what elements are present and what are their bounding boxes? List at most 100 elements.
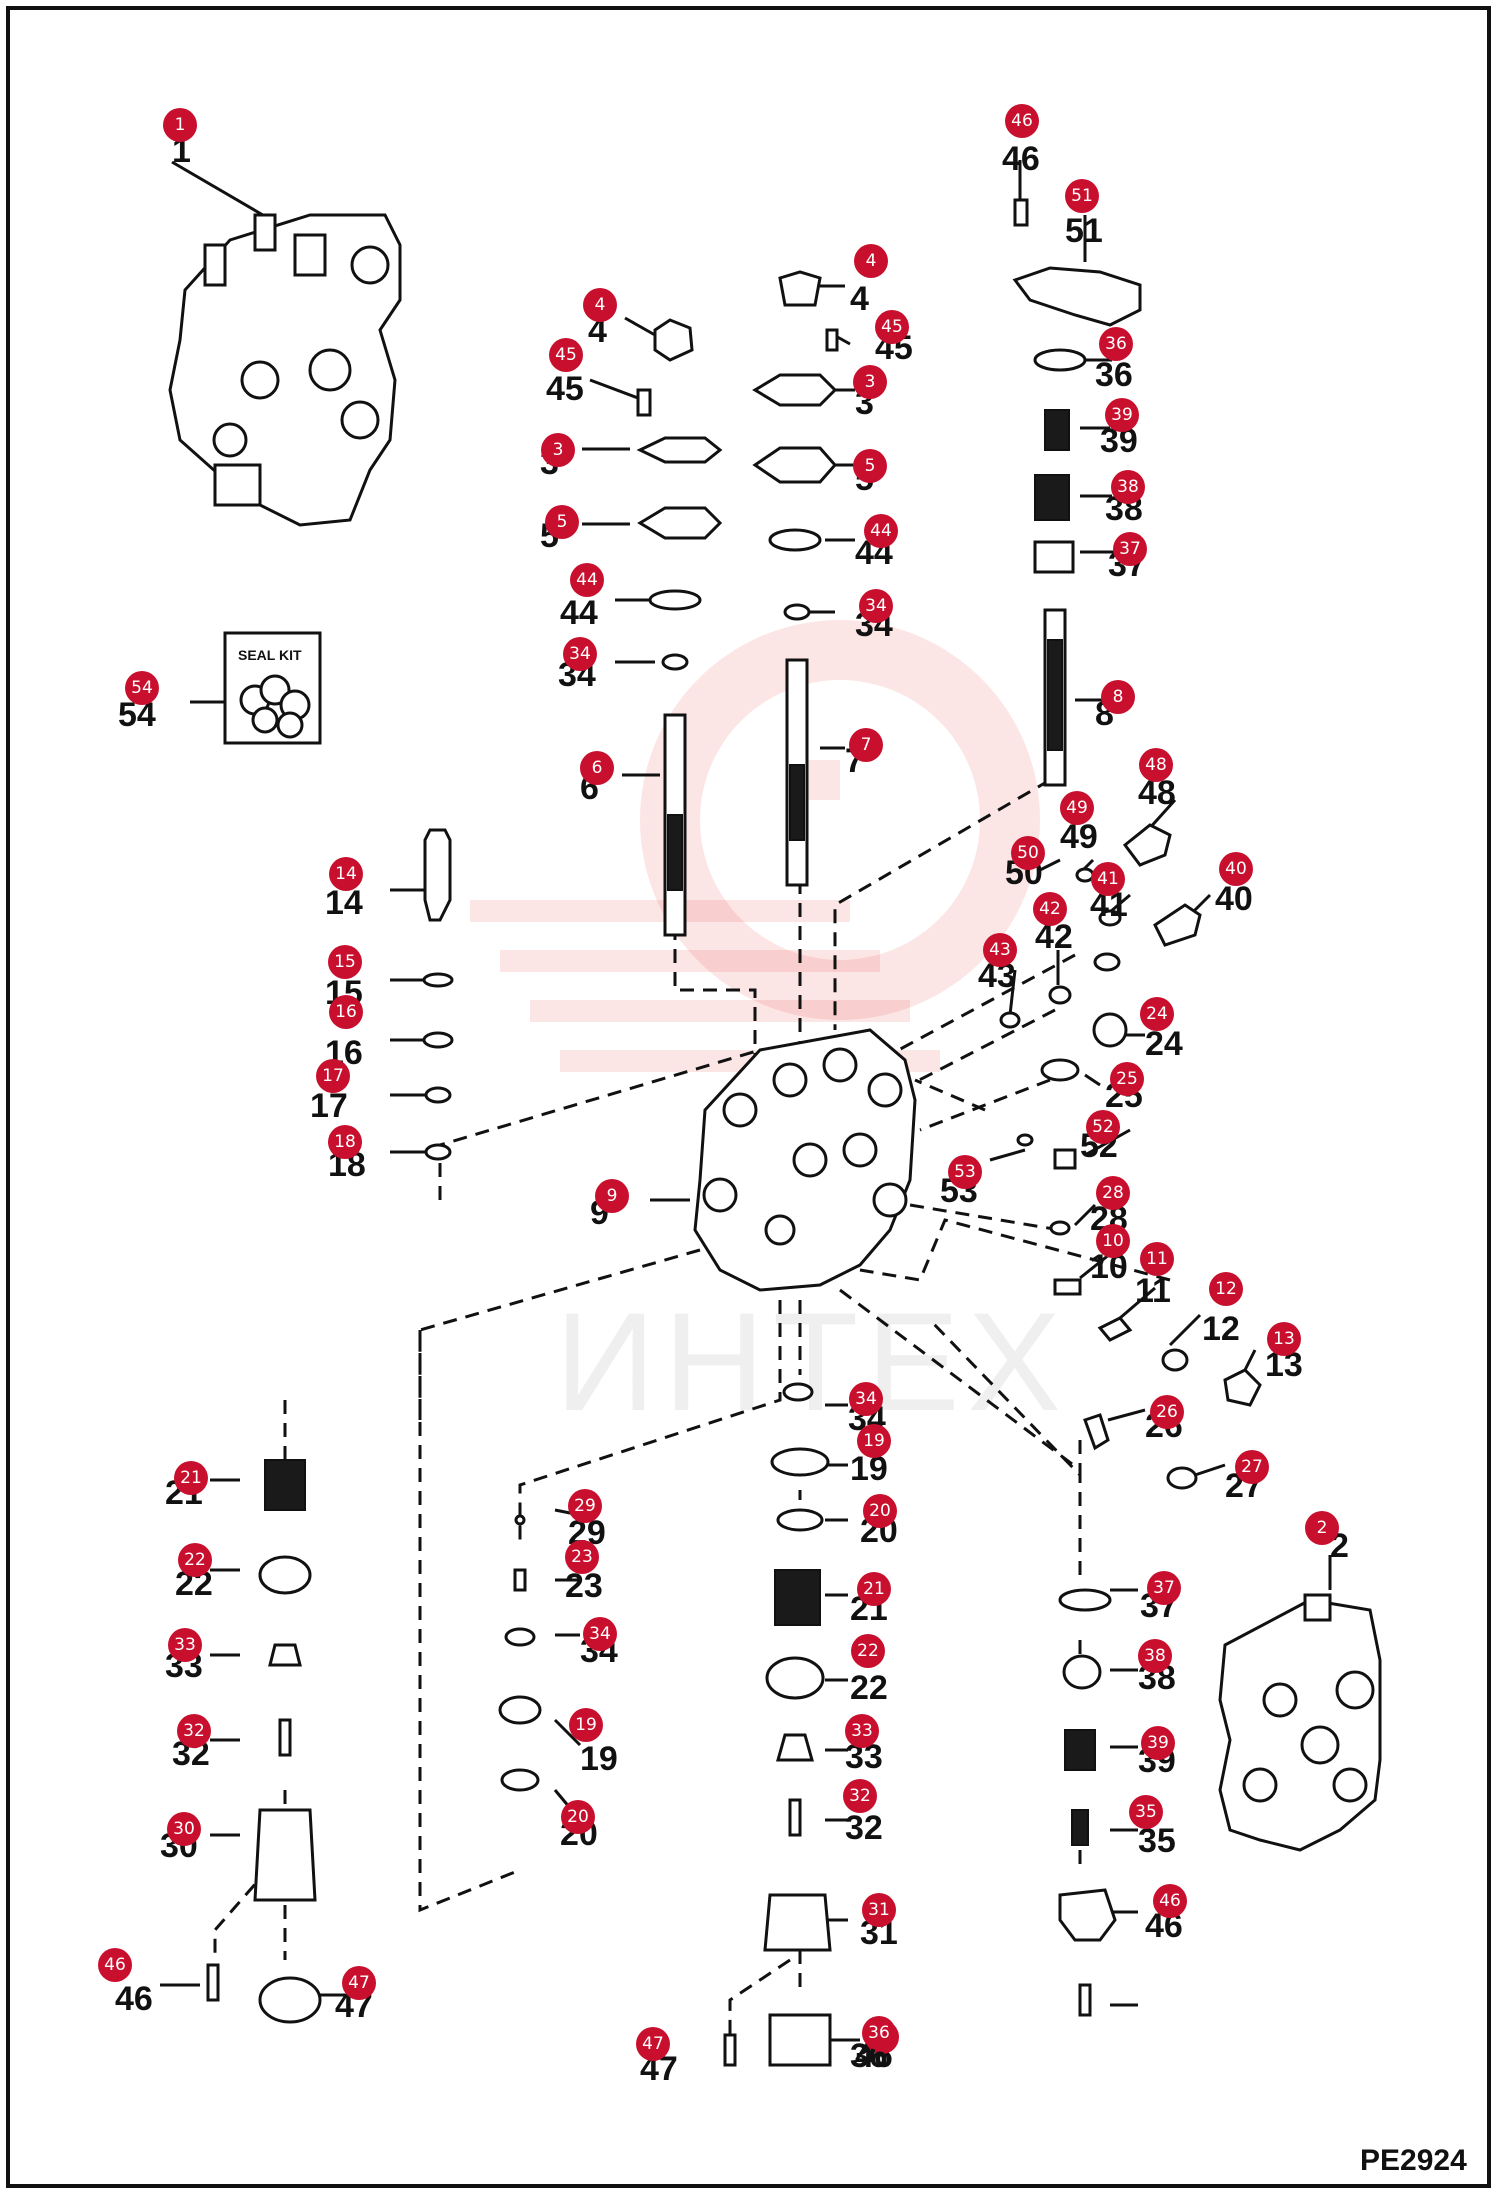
printed-part-number-17: 17 [310, 1087, 348, 1125]
callout-badge-circle [948, 1155, 982, 1189]
callout-badge-circle [854, 244, 888, 278]
callout-badge-number: 5 [557, 512, 568, 532]
callout-badge-number: 50 [1017, 843, 1039, 863]
callout-badge-circle [1096, 1176, 1130, 1210]
callout-badge-6: 6 [580, 751, 614, 785]
callout-badge-3: 3 [853, 365, 887, 399]
callout-badge-35: 35 [1129, 1795, 1163, 1829]
callout-badge-circle [857, 1572, 891, 1606]
callout-badge-number: 24 [1146, 1004, 1168, 1024]
callout-badge-36: 36 [1099, 327, 1133, 361]
callout-badge-34: 34 [563, 637, 597, 671]
callout-badge-circle [853, 365, 887, 399]
callout-badge-39: 39 [1105, 398, 1139, 432]
callout-badge-circle [1091, 862, 1125, 896]
callout-badge-number: 34 [855, 1389, 877, 1409]
callout-badge-circle [328, 945, 362, 979]
callout-badge-4: 4 [854, 244, 888, 278]
callout-badge-number: 51 [1071, 186, 1093, 206]
callout-badge-number: 29 [574, 1496, 596, 1516]
callout-badge-37: 37 [1113, 532, 1147, 566]
callout-badge-number: 28 [1102, 1183, 1124, 1203]
right-lower-parts [1058, 1588, 1117, 2017]
callout-badge-circle [1113, 532, 1147, 566]
printed-part-number-44: 44 [560, 594, 598, 632]
callout-badge-8: 8 [1101, 680, 1135, 714]
callout-badge-circle [1147, 1571, 1181, 1605]
printed-part-number-4: 4 [850, 280, 869, 318]
printed-part-number-51: 51 [1065, 212, 1103, 250]
callout-badge-36: 36 [862, 2016, 896, 2050]
callout-badge-52: 52 [1086, 1110, 1120, 1144]
callout-badge-34: 34 [859, 589, 893, 623]
callout-badge-number: 9 [607, 1186, 618, 1206]
callout-badge-circle [849, 728, 883, 762]
valve-assembly-part-1 [168, 213, 402, 527]
callout-badge-number: 49 [1066, 798, 1088, 818]
callout-badge-25: 25 [1110, 1062, 1144, 1096]
callout-badge-circle [595, 1179, 629, 1213]
callout-badge-circle [545, 505, 579, 539]
callout-badge-number: 39 [1111, 405, 1133, 425]
callout-badge-number: 34 [589, 1624, 611, 1644]
callout-badge-number: 52 [1092, 1117, 1114, 1137]
middle-left-parts [498, 1514, 542, 1792]
callout-badge-16: 16 [329, 995, 363, 1029]
callout-layer: 1122444545335544443434664445453355444434… [98, 104, 1349, 2088]
callout-badge-24: 24 [1140, 997, 1174, 1031]
lower-left-parts [206, 1459, 322, 2024]
callout-badge-number: 12 [1215, 1279, 1237, 1299]
callout-badge-number: 46 [104, 1955, 126, 1975]
printed-part-number-46: 46 [1002, 140, 1040, 178]
callout-badge-circle [1101, 680, 1135, 714]
callout-badge-number: 26 [1156, 1402, 1178, 1422]
callout-badge-number: 39 [1147, 1733, 1169, 1753]
callout-badge-23: 23 [565, 1540, 599, 1574]
callout-badge-circle [1005, 104, 1039, 138]
callout-badge-circle [1110, 1062, 1144, 1096]
callout-badge-circle [1111, 470, 1145, 504]
spool-column-c-parts [1012, 198, 1142, 787]
callout-badge-circle [1141, 1726, 1175, 1760]
callout-badge-number: 8 [1113, 687, 1124, 707]
callout-badge-number: 32 [183, 1721, 205, 1741]
port-fitting-parts [999, 823, 1262, 1490]
callout-badge-circle [983, 933, 1017, 967]
printed-part-number-46: 46 [115, 1980, 153, 2018]
callout-badge-circle [1033, 892, 1067, 926]
callout-badge-2: 2 [1305, 1511, 1339, 1545]
callout-badge-number: 33 [174, 1635, 196, 1655]
callout-badge-number: 2 [1317, 1518, 1328, 1538]
callout-badge-number: 38 [1144, 1646, 1166, 1666]
printed-part-number-24: 24 [1145, 1025, 1183, 1063]
drawing-frame [6, 6, 1491, 2188]
spool-column-b-parts [752, 270, 839, 887]
callout-badge-circle [1150, 1395, 1184, 1429]
callout-badge-number: 45 [881, 317, 903, 337]
callout-badge-number: 37 [1153, 1578, 1175, 1598]
center-lower-parts [723, 1382, 832, 2067]
callout-badge-46: 46 [1005, 104, 1039, 138]
callout-badge-circle [849, 1382, 883, 1416]
callout-badge-1: 1 [163, 108, 197, 142]
callout-badge-circle [1219, 852, 1253, 886]
callout-badge-7: 7 [849, 728, 883, 762]
callout-badge-number: 20 [869, 1501, 891, 1521]
callout-badge-number: 10 [1102, 1231, 1124, 1251]
callout-badge-circle [1209, 1272, 1243, 1306]
callout-badge-number: 5 [865, 456, 876, 476]
callout-badge-number: 13 [1273, 1329, 1295, 1349]
callout-badge-number: 44 [870, 521, 892, 541]
callout-badge-40: 40 [1219, 852, 1253, 886]
callout-badge-number: 27 [1241, 1457, 1263, 1477]
callout-badge-45: 45 [549, 338, 583, 372]
printed-part-number-32: 32 [845, 1809, 883, 1847]
callout-badge-32: 32 [843, 1779, 877, 1813]
seal-kit-part-54: SEAL KIT [223, 631, 322, 745]
callout-badge-circle [853, 449, 887, 483]
callout-badge-54: 54 [125, 671, 159, 705]
callout-badge-circle [1099, 327, 1133, 361]
callout-badge-circle [862, 1893, 896, 1927]
callout-badge-number: 22 [857, 1641, 879, 1661]
